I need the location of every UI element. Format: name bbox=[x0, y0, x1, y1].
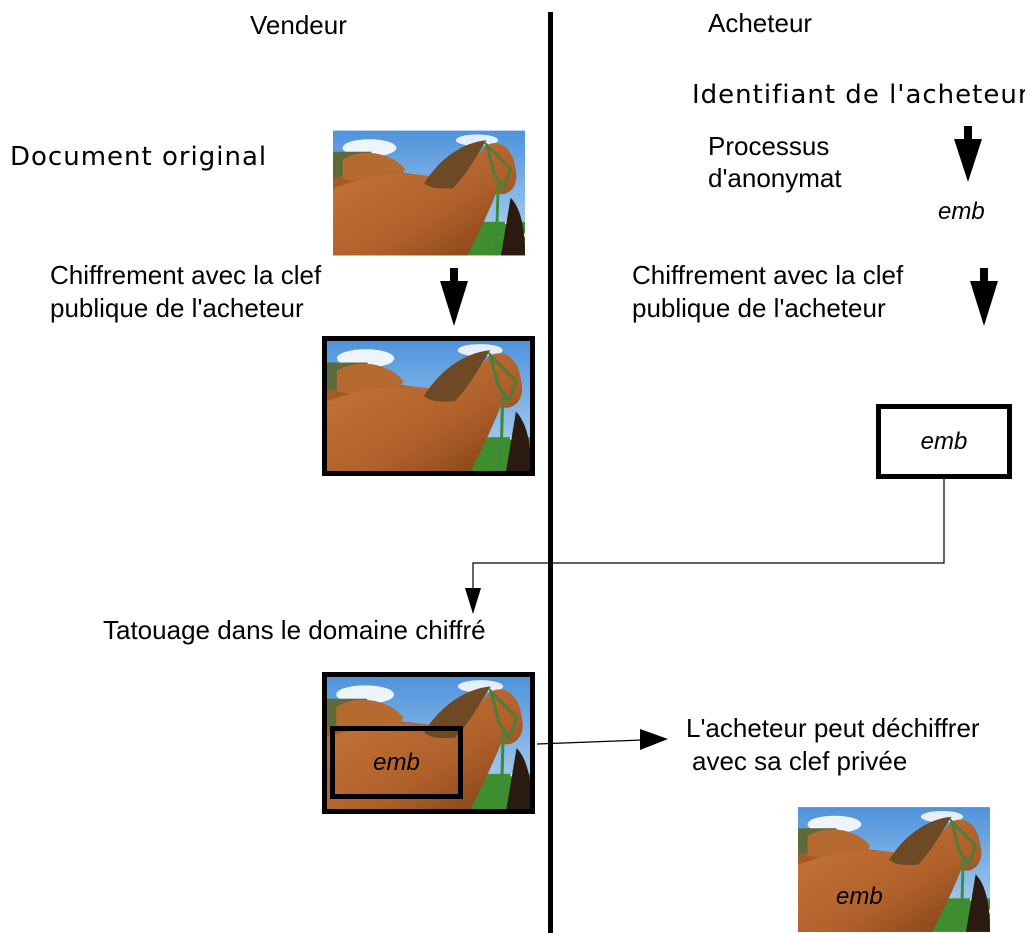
anonymity-process-label-line1: Processus bbox=[708, 131, 830, 161]
decrypt-label-line2: avec sa clef privée bbox=[692, 746, 908, 776]
anonymity-process-label-line2: d'anonymat bbox=[708, 163, 842, 193]
emb-transfer-connector bbox=[465, 479, 945, 614]
watermarked-document-frame bbox=[322, 672, 535, 814]
buyer-encryption-label-line2: publique de l'acheteur bbox=[632, 293, 886, 323]
buyer-identifier-arrow bbox=[954, 126, 982, 182]
column-divider bbox=[548, 12, 553, 933]
original-horse-image bbox=[333, 129, 525, 257]
decrypt-arrow bbox=[536, 729, 668, 750]
emb-value: emb bbox=[938, 198, 985, 225]
buyer-column-title: Acheteur bbox=[708, 8, 813, 38]
seller-encryption-label-line2: publique de l'acheteur bbox=[50, 293, 304, 323]
watermarking-label: Tatouage dans le domaine chiffré bbox=[103, 615, 486, 645]
buyer-identifier-label: Identifiant de l'acheteur bbox=[692, 80, 1025, 110]
encrypted-emb-box: emb bbox=[876, 404, 1012, 479]
embedded-watermark-box: emb bbox=[330, 726, 463, 799]
seller-encryption-arrow bbox=[440, 268, 468, 326]
original-document-label: Document original bbox=[10, 142, 268, 172]
buyer-encryption-arrow bbox=[970, 268, 998, 326]
buyer-encryption-label-line1: Chiffrement avec la clef bbox=[632, 260, 904, 290]
seller-encryption-label-line1: Chiffrement avec la clef bbox=[50, 260, 322, 290]
seller-column-title: Vendeur bbox=[250, 10, 347, 40]
encrypted-document-frame bbox=[322, 336, 535, 476]
decrypted-emb-label: emb bbox=[836, 883, 883, 910]
decrypt-label-line1: L'acheteur peut déchiffrer bbox=[686, 713, 980, 743]
decrypted-horse-image bbox=[798, 806, 990, 933]
